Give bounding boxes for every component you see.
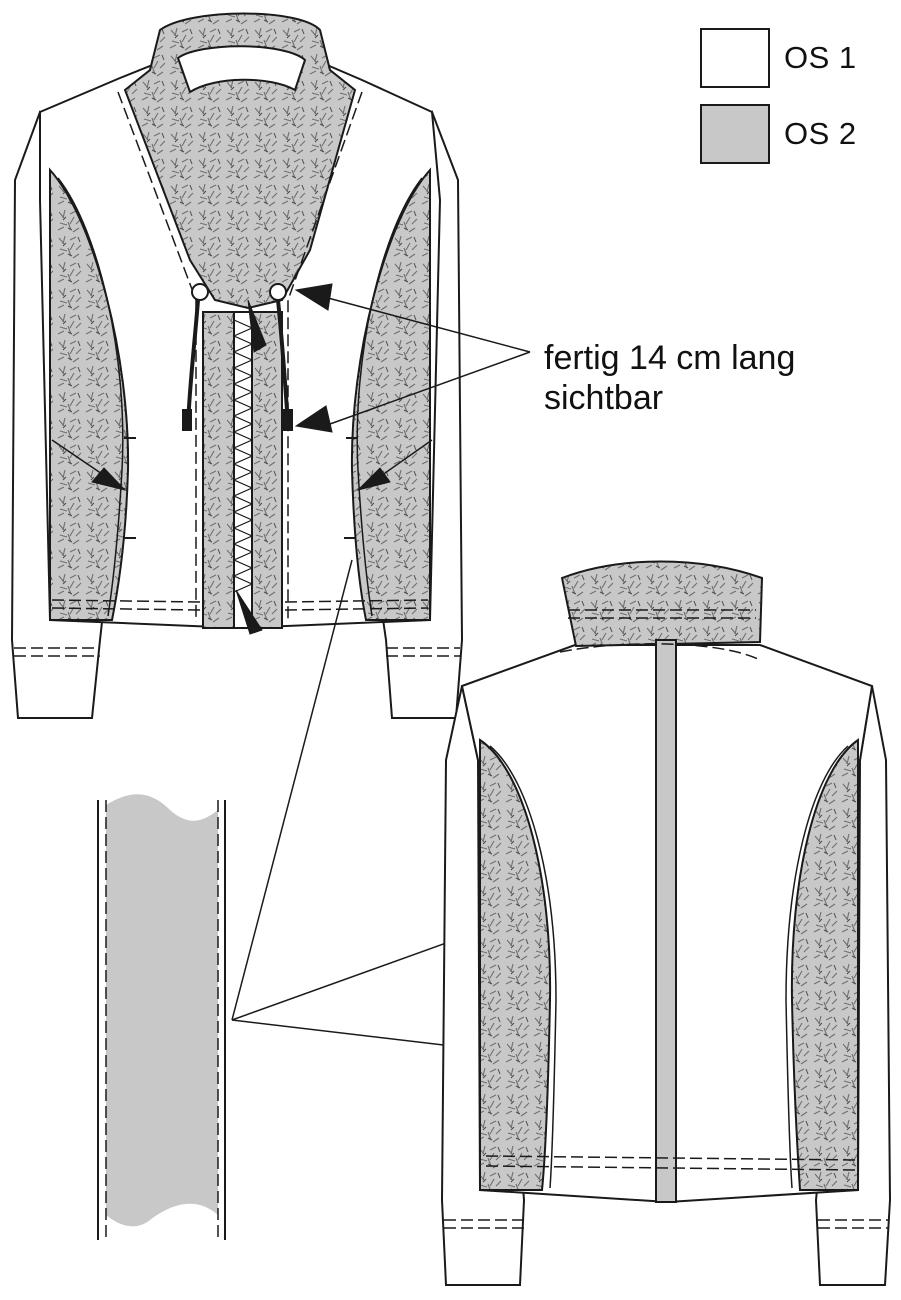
left-eyelet <box>191 283 209 301</box>
legend-label-os2: OS 2 <box>784 116 857 151</box>
front-right-side-panel <box>350 167 431 621</box>
back-center-strip <box>655 639 677 1203</box>
back-right-side-panel <box>790 738 859 1191</box>
callout-text: fertig 14 cm lang sichtbar <box>544 338 795 418</box>
front-arrows <box>51 299 433 635</box>
zipper-strip-detail <box>97 794 226 1240</box>
front-left-side-panel <box>49 167 130 621</box>
front-zipper <box>233 311 253 629</box>
back-collar <box>560 560 764 648</box>
legend-swatch-os2 <box>700 104 770 164</box>
callout-line-2: sichtbar <box>544 379 664 417</box>
back-left-side-panel <box>479 738 552 1191</box>
callout-leaders <box>294 283 531 433</box>
jacket-front-view <box>10 12 464 719</box>
legend-swatch-os1 <box>700 28 770 88</box>
front-collar <box>123 12 357 310</box>
legend-label-os1: OS 1 <box>784 40 857 75</box>
jacket-back-view <box>440 560 892 1286</box>
right-eyelet <box>269 283 287 301</box>
callout-line-1: fertig 14 cm lang <box>544 339 796 377</box>
